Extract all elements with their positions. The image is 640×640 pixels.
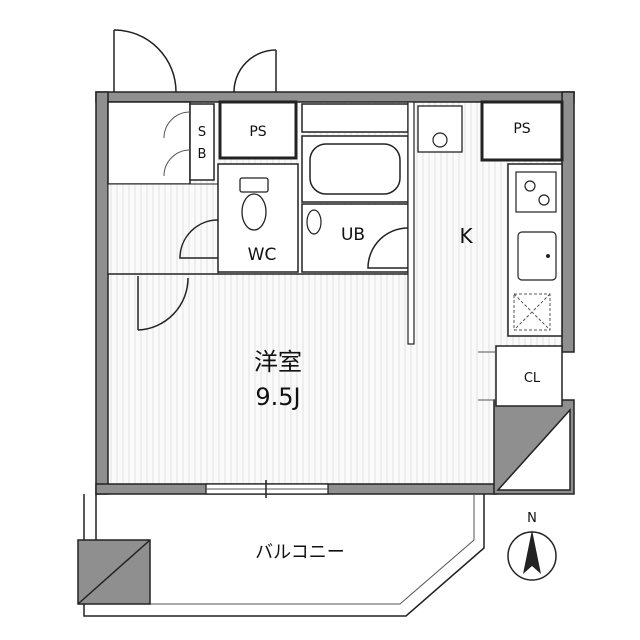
kitchen-label: K	[459, 224, 473, 248]
pipe-space-right	[480, 100, 564, 162]
pipe-space-left-label: PS	[249, 124, 266, 140]
western-room-name: 洋室	[254, 348, 302, 376]
toilet-label: WC	[248, 245, 277, 265]
balcony-window	[205, 480, 329, 498]
kitchen-counter	[507, 163, 563, 337]
shoe-box	[163, 103, 215, 181]
unit-bath	[301, 103, 409, 273]
closet-label: CL	[524, 371, 541, 386]
balcony	[77, 494, 485, 617]
entry-door	[113, 29, 277, 93]
kitchen-partition	[407, 101, 415, 345]
shoe-box-label-s: S	[198, 125, 206, 140]
closet	[478, 345, 563, 407]
western-room-size: 9.5J	[255, 383, 300, 411]
unit-bath-label: UB	[341, 225, 365, 245]
balcony-label: バルコニー	[255, 542, 345, 563]
entrance-area	[107, 101, 410, 275]
pipe-space-right-label: PS	[513, 121, 530, 137]
north-compass	[507, 530, 557, 581]
north-label: N	[527, 511, 537, 526]
pipe-space-left	[218, 100, 298, 160]
room-door	[137, 276, 189, 331]
shoe-box-label-b: B	[198, 147, 207, 162]
washing-machine-space	[417, 105, 463, 153]
toilet-room	[179, 163, 299, 273]
